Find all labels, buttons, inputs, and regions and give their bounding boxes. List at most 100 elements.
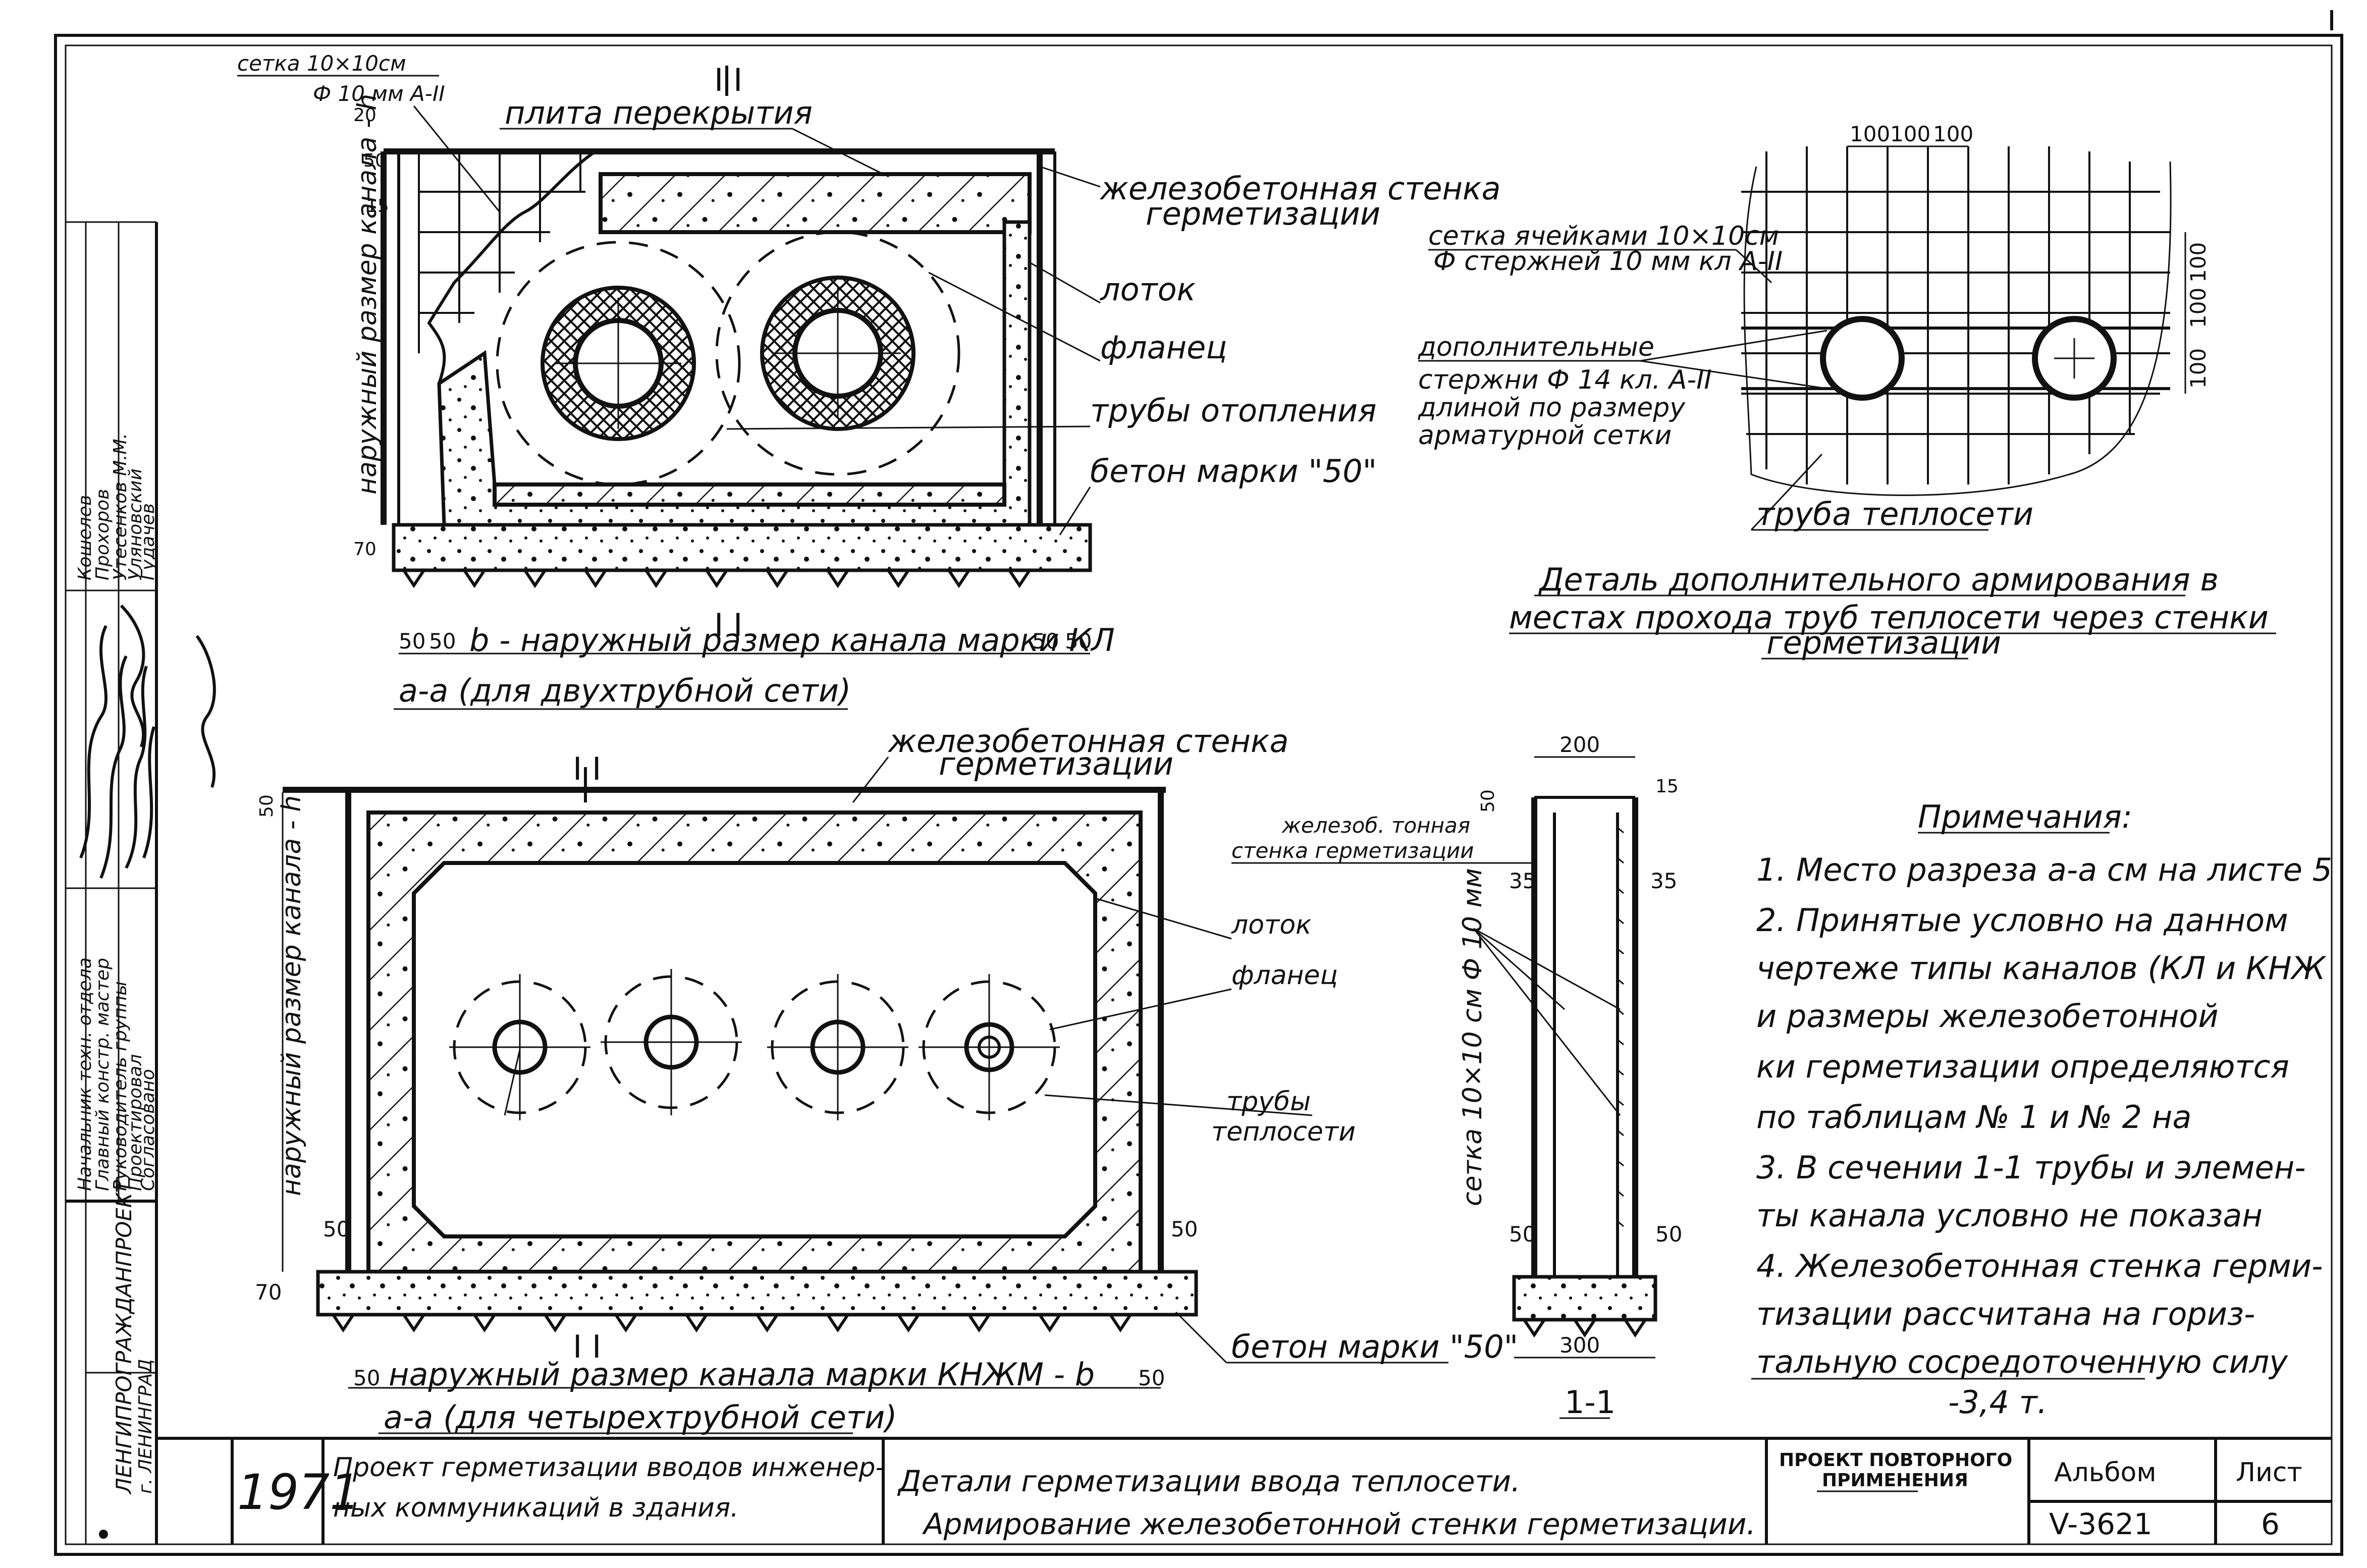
section-aa-four-pipe: I I I I <box>255 723 1518 1436</box>
heat-pipe-1 <box>449 974 590 1120</box>
tray-label-bottom: лоток <box>1231 910 1312 940</box>
detail-dim-v2: 100 <box>2186 288 2211 328</box>
width-label-bottom: наружный размер канала марки КНЖМ - b <box>389 1356 1095 1393</box>
name-3: Утесенков М.М. <box>110 433 131 580</box>
detail-grid <box>1741 146 2172 496</box>
dim-35-left: 35 <box>1509 869 1536 893</box>
tray-label-top: лоток <box>1100 271 1196 308</box>
name-4: Уляновский <box>125 468 146 580</box>
heating-pipe-right <box>715 231 960 476</box>
detail-bars-label-3: длиной по размеру <box>1418 393 1686 423</box>
height-label-bottom: наружный размер канала - h <box>277 795 307 1196</box>
dim-50-b: 50 <box>429 629 456 654</box>
note-line-11: тальную сосредоточенную силу <box>1756 1343 2288 1380</box>
detail-bars-label-1: дополнительные <box>1418 332 1654 362</box>
role-2: Главный констр. мастер <box>92 958 113 1191</box>
org-name: ЛЕНГИПРОГРАЖДАНПРОЕКТ <box>112 1178 136 1495</box>
reinforcement-mesh <box>418 151 585 353</box>
role-4: Проектировал <box>125 1054 146 1191</box>
notes-title: Примечания: <box>1918 798 2132 835</box>
dim-15-11: 15 <box>1655 776 1679 797</box>
section-1-1: 200 15 50 35 35 50 50 300 железоб. тонна… <box>1231 732 1682 1421</box>
detail-pipe-left <box>1820 316 1905 401</box>
wall-label-11-1: железоб. тонная <box>1281 813 1470 838</box>
section-mark-bottom: I I <box>573 750 601 787</box>
signatures <box>79 604 216 879</box>
name-5: Гудачев <box>138 503 158 580</box>
flange-label-bottom: фланец <box>1231 960 1338 991</box>
wall-label-bottom-1: железобетонная стенка <box>887 723 1289 760</box>
concrete-label-top: бетон марки "50" <box>1090 453 1377 490</box>
notes: Примечания: 1. Место разреза а-а см на л… <box>1751 798 2332 1421</box>
sheet-frame <box>54 10 2343 1556</box>
sheet-title-1: Детали герметизации ввода теплосети. <box>897 1464 1520 1498</box>
left-title-strip: ЛЕНГИПРОГРАЖДАНПРОЕКТ г. ЛЕНИНГРАД Начал… <box>66 221 216 1544</box>
org-dot <box>99 1530 108 1539</box>
detail-caption-1: Деталь дополнительного армирования в <box>1538 561 2219 598</box>
sheet-value: 6 <box>2261 1507 2280 1541</box>
detail-bars-label-2: стержни Ф 14 кл. А-II <box>1418 365 1712 395</box>
section-mark-top-bottom: I I <box>714 607 742 643</box>
note-line-12: -3,4 т. <box>1948 1384 2048 1421</box>
sheet-label: Лист <box>2236 1457 2302 1488</box>
note-line-9: 4. Железобетонная стенка герми- <box>1756 1248 2323 1284</box>
heat-pipe-2 <box>601 969 742 1115</box>
dim-50-right: 50 <box>1171 1217 1198 1241</box>
dim-50-bl: 50 <box>353 1366 380 1390</box>
dim-70-top: 70 <box>353 539 376 560</box>
detail-mesh-label-1: сетка ячейками 10×10см <box>1428 221 1779 251</box>
heat-pipe-4 <box>919 974 1060 1120</box>
caption-11: 1-1 <box>1565 1384 1616 1421</box>
project-title-1: Проект герметизации вводов инженер- <box>333 1452 885 1483</box>
note-line-5: ки герметизации определяются <box>1756 1048 2289 1085</box>
pipes-label-bottom-2: теплосети <box>1211 1117 1356 1147</box>
sheet-title-2: Армирование железобетонной стенки гермет… <box>922 1507 1756 1541</box>
detail-dim-100b: 100 <box>1890 122 1930 146</box>
dim-50-d: 50 <box>1065 629 1092 654</box>
detail-dim-100a: 100 <box>1850 122 1890 146</box>
slab-label: плита перекрытия <box>505 94 813 131</box>
detail-bars-label-4: арматурной сетки <box>1418 420 1672 451</box>
width-label-top: b - наружный размер канала марки КЛ <box>469 622 1115 659</box>
detail-mesh-label-2: Ф стержней 10 мм кл А-II <box>1433 246 1783 277</box>
concrete-label-bottom: бетон марки "50" <box>1231 1328 1518 1365</box>
detail-caption-2: местах прохода труб теплосети через стен… <box>1509 599 2269 636</box>
section-mark-bottom-2: I I <box>573 1328 601 1365</box>
heating-pipe-left <box>496 241 741 486</box>
note-line-2: 2. Принятые условно на данном <box>1756 902 2288 939</box>
note-line-3: чертеже типы каналов (КЛ и КНЖ <box>1756 950 2327 987</box>
dim-15: 15 <box>366 196 389 217</box>
dim-50-11-right: 50 <box>1655 1222 1682 1247</box>
caption-top: а-а (для двухтрубной сети) <box>399 672 851 709</box>
mesh-label-1: сетка 10×10см <box>237 51 406 76</box>
height-label-top: наружный размер канала - h <box>352 94 383 495</box>
section-mark-top: I I <box>714 62 742 98</box>
dim-35-right: 35 <box>1650 869 1677 893</box>
dim-70-bottom: 70 <box>255 1280 282 1305</box>
wall-label-2: герметизации <box>1146 195 1380 232</box>
note-line-6: по таблицам № 1 и № 2 на <box>1756 1099 2191 1136</box>
album-label: Альбом <box>2054 1457 2157 1488</box>
detail-caption-3: герметизации <box>1766 624 2001 661</box>
dim-300: 300 <box>1559 1333 1600 1358</box>
mesh-label-11: сетка 10×10 см Ф 10 мм <box>1458 868 1488 1206</box>
wall-label-11-2: стенка герметизации <box>1231 838 1474 863</box>
note-line-1: 1. Место разреза а-а см на листе 5 <box>1756 851 2332 888</box>
repeat-label-2: ПРИМЕНЕНИЯ <box>1822 1470 1968 1491</box>
flange-label-top: фланец <box>1100 329 1227 366</box>
name-2: Прохоров <box>92 489 113 580</box>
repeat-label-1: ПРОЕКТ ПОВТОРНОГО <box>1779 1450 2012 1471</box>
note-line-8: ты канала условно не показан <box>1756 1197 2263 1234</box>
note-line-7: 3. В сечении 1-1 трубы и элемен- <box>1756 1149 2306 1186</box>
dim-50-left: 50 <box>323 1217 350 1241</box>
dim-50-a: 50 <box>399 629 425 654</box>
note-line-10: тизации рассчитана на гориз- <box>1756 1295 2255 1332</box>
reinforcement-detail: 100 100 100 100 100 100 сетка ячейками 1… <box>1418 122 2276 661</box>
heat-pipe-3 <box>767 974 908 1120</box>
dim-50-br: 50 <box>1138 1366 1165 1390</box>
detail-dim-v1: 100 <box>2186 242 2211 283</box>
role-1: Начальник техн. отдела <box>75 957 95 1191</box>
dim-50-top: 50 <box>363 150 387 171</box>
detail-dim-v3: 100 <box>2186 348 2211 389</box>
bottom-title-block: 1971 Проект герметизации вводов инженер-… <box>156 1437 2332 1544</box>
